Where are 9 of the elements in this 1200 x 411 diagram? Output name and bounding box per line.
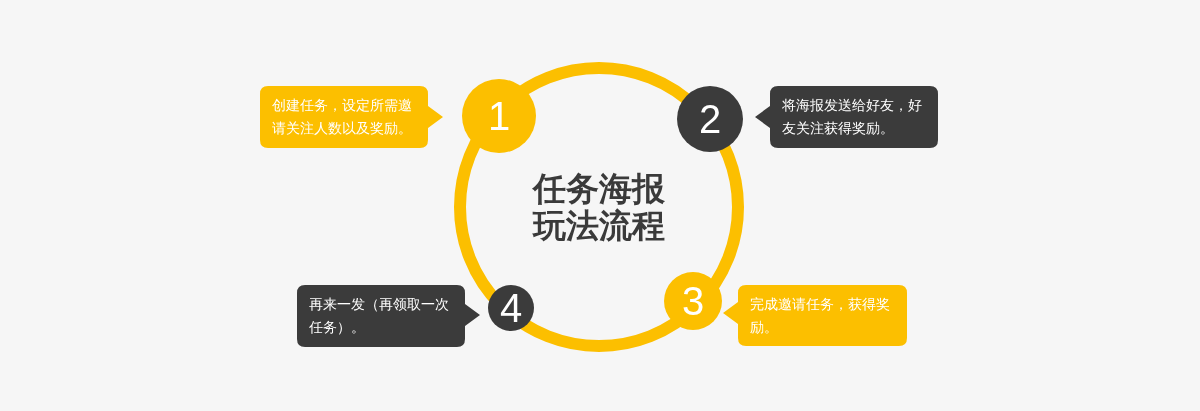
speech-bubble xyxy=(260,86,443,148)
center-title: 任务海报玩法流程 xyxy=(531,170,666,244)
callout-text: 再来一发（再领取一次任务）。 xyxy=(309,295,450,337)
speech-bubble xyxy=(297,285,480,347)
callout-text: 将海报发送给好友，好友关注获得奖励。 xyxy=(782,96,923,138)
speech-bubble xyxy=(755,86,938,148)
callout-text: 完成邀请任务，获得奖励。 xyxy=(750,294,891,337)
callout-text: 创建任务，设定所需邀请关注人数以及奖励。 xyxy=(272,96,413,138)
speech-bubble xyxy=(723,285,907,346)
